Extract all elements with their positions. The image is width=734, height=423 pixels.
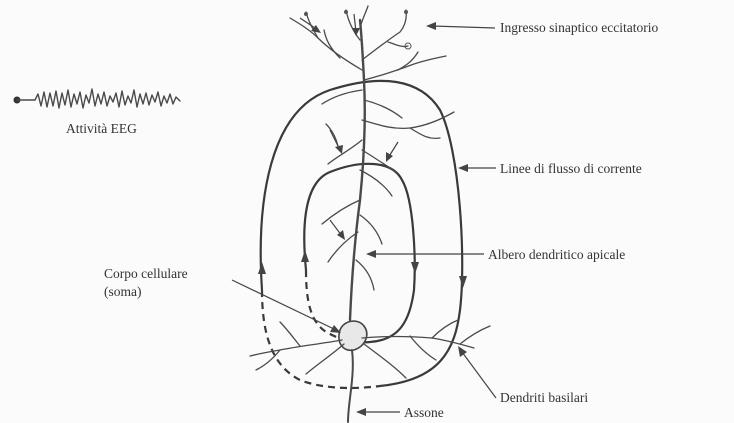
current-flow-label: Linee di flusso di corrente [500, 161, 642, 176]
neuron [250, 6, 490, 422]
apical-tuft [290, 6, 454, 290]
cell-body-label-line1: Corpo cellulare [104, 266, 188, 281]
cell-body-label-line2: (soma) [104, 284, 142, 299]
apical-tree-label: Albero dendritico apicale [488, 247, 625, 262]
inner-flow-loop [304, 164, 414, 342]
eeg-trace [14, 89, 181, 108]
flow-arrow-outer-left [258, 262, 266, 274]
axon-label: Assone [404, 405, 444, 420]
axon [348, 350, 353, 422]
basal-dendrites-label: Dendriti basilari [500, 390, 588, 405]
soma [339, 321, 367, 350]
flow-arrow-inner-right [411, 262, 419, 274]
flow-arrow-inner-left [301, 250, 309, 262]
eeg-activity-label: Attività EEG [66, 121, 137, 136]
excitatory-input-label: Ingresso sinaptico eccitatorio [500, 20, 658, 35]
flow-arrow-outer-right [459, 276, 467, 288]
apical-dendrite-trunk [350, 20, 365, 320]
